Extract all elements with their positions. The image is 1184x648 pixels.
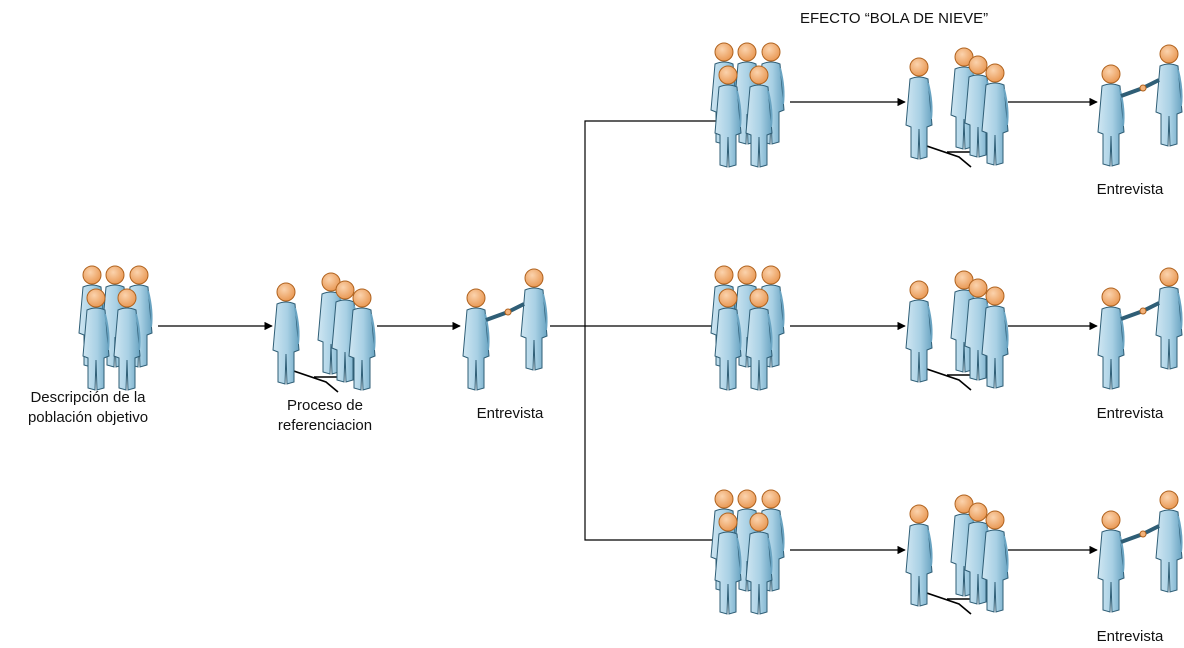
handshake-icon [1098,491,1182,612]
population-label-line2: población objetivo [27,409,149,426]
referral-network-icon [906,495,1008,614]
referral-label-line2: referenciacion [277,417,373,434]
diagram-title: EFECTO “BOLA DE NIEVE” [800,10,989,27]
people-group-icon [711,43,784,167]
population-label-line1: Descripción de la [30,389,146,406]
referral-network-icon [906,48,1008,167]
referral-network-icon [273,273,375,392]
branch-interview-label-bottom: Entrevista [1096,628,1164,645]
referral-network-icon [906,271,1008,390]
people-group-icon [79,266,152,390]
handshake-icon [1098,45,1182,166]
interview-label: Entrevista [476,405,544,422]
branch-connector-bottom [584,326,741,545]
branch-connector-top [584,116,741,326]
people-group-icon [711,266,784,390]
handshake-icon [1098,268,1182,389]
handshake-icon [463,269,547,390]
branch-interview-label-top: Entrevista [1096,181,1164,198]
branch-interview-label-middle: Entrevista [1096,405,1164,422]
people-group-icon [711,490,784,614]
referral-label-line1: Proceso de [287,397,363,414]
